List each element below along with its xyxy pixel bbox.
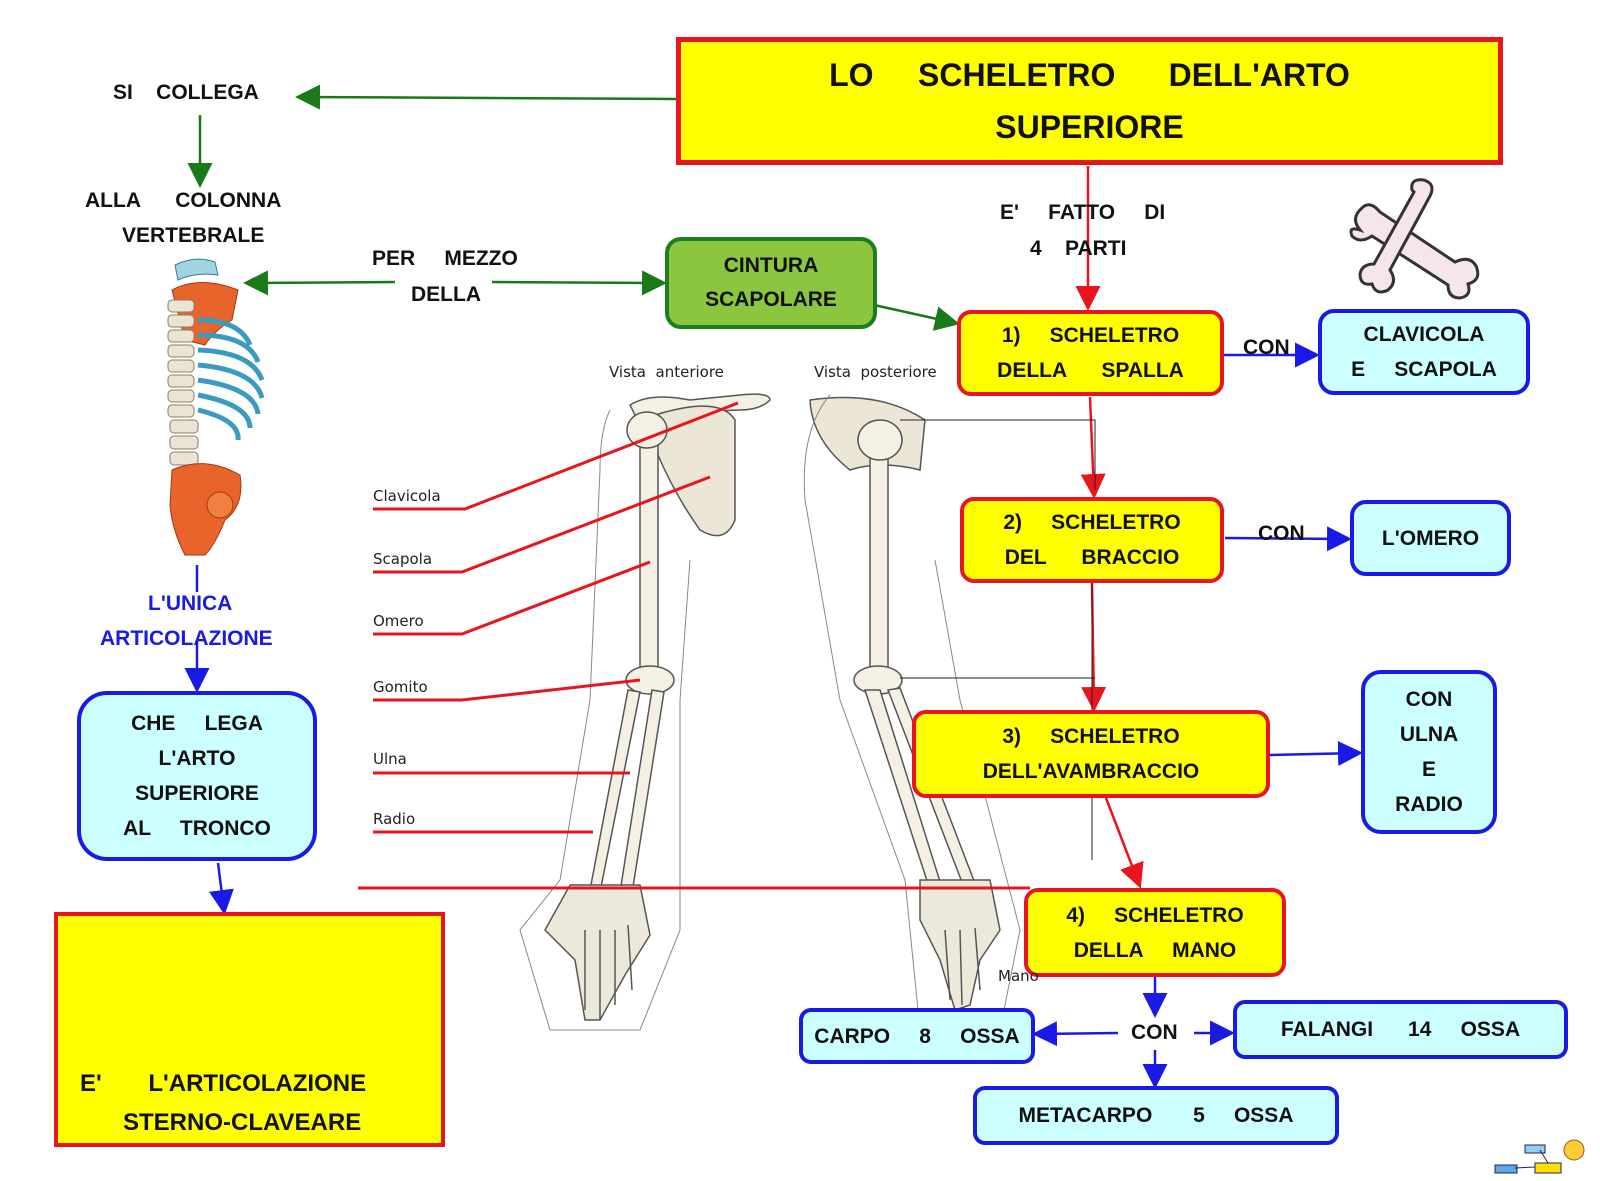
clavicola-line-2: E SCAPOLA bbox=[1351, 358, 1497, 381]
part-2-line-2: DEL BRACCIO bbox=[1004, 546, 1180, 569]
della-text: DELLA bbox=[411, 283, 481, 306]
metacarpo-text: METACARPO 5 OSSA bbox=[1018, 1104, 1294, 1127]
lega-line-3: SUPERIORE bbox=[135, 782, 259, 805]
alla-colonna-text: ALLA COLONNA bbox=[85, 189, 282, 212]
part-1-line-1: 1) SCHELETRO bbox=[1001, 324, 1180, 347]
lega-line-4: AL TRONCO bbox=[123, 817, 271, 840]
metacarpo-box: METACARPO 5 OSSA bbox=[973, 1086, 1339, 1145]
sterno-claveare-box bbox=[54, 912, 445, 1147]
con-2-text: CON bbox=[1258, 522, 1305, 545]
part-1-line-2: DELLA SPALLA bbox=[997, 359, 1184, 382]
con-1-text: CON bbox=[1243, 336, 1290, 359]
ulna-line-1: CON bbox=[1405, 688, 1453, 711]
mano-label: Mano bbox=[998, 967, 1039, 985]
mappe-logo bbox=[1494, 1139, 1585, 1174]
gomito-label: Gomito bbox=[373, 678, 428, 696]
ulna-line-4: RADIO bbox=[1395, 793, 1463, 816]
cintura-line-2: SCAPOLARE bbox=[705, 288, 837, 311]
arrow-con2-to-omero bbox=[1224, 526, 1352, 552]
cintura-line-1: CINTURA bbox=[723, 254, 819, 277]
part-3-avambraccio-box: 3) SCHELETRO DELL'AVAMBRACCIO bbox=[912, 710, 1270, 798]
lega-line-2: L'ARTO bbox=[158, 747, 236, 770]
sterno-line-1: E' L'ARTICOLAZIONE bbox=[80, 1070, 367, 1097]
clavicola-label: Clavicola bbox=[373, 487, 441, 505]
omero-label: Omero bbox=[373, 612, 424, 630]
figure-pointer-lines bbox=[358, 401, 1030, 890]
crossed-bones-clipart bbox=[1349, 178, 1480, 300]
arm-skeleton-illustration bbox=[519, 393, 1021, 1031]
falangi-text: FALANGI 14 OSSA bbox=[1280, 1018, 1521, 1041]
si-collega-text: SI COLLEGA bbox=[113, 81, 259, 104]
per-mezzo-text: PER MEZZO bbox=[372, 247, 518, 270]
lega-arto-box: CHE LEGA L'ARTO SUPERIORE AL TRONCO bbox=[77, 691, 317, 861]
scapola-label: Scapola bbox=[373, 550, 433, 568]
title-box: LO SCHELETRO DELL'ARTO SUPERIORE bbox=[676, 37, 1503, 165]
title-line-1: LO SCHELETRO DELL'ARTO bbox=[829, 57, 1350, 93]
falangi-box: FALANGI 14 OSSA bbox=[1233, 1000, 1568, 1059]
part-2-braccio-box: 2) SCHELETRO DEL BRACCIO bbox=[960, 497, 1224, 583]
vista-posteriore-label: Vista posteriore bbox=[814, 363, 937, 381]
clavicola-scapola-box: CLAVICOLA E SCAPOLA bbox=[1318, 309, 1530, 395]
vertebrale-text: VERTEBRALE bbox=[122, 224, 265, 247]
title-line-2: SUPERIORE bbox=[995, 109, 1184, 145]
sterno-line-2: STERNO-CLAVEARE bbox=[123, 1109, 362, 1136]
lega-line-1: CHE LEGA bbox=[131, 712, 263, 735]
ulna-line-3: E bbox=[1421, 758, 1436, 781]
part-1-spalla-box: 1) SCHELETRO DELLA SPALLA bbox=[957, 310, 1224, 396]
articolazione-text: ARTICOLAZIONE bbox=[100, 627, 273, 650]
carpo-box: CARPO 8 OSSA bbox=[799, 1008, 1035, 1064]
fatto-di-line-2: 4 PARTI bbox=[1030, 237, 1127, 260]
part-4-line-2: DELLA MANO bbox=[1073, 938, 1237, 962]
vista-anteriore-label: Vista anteriore bbox=[609, 363, 724, 381]
arrow-part3-to-ulna bbox=[1269, 740, 1363, 766]
carpo-text: CARPO 8 OSSA bbox=[814, 1024, 1020, 1048]
arrow-part1-to-part2 bbox=[1080, 396, 1106, 499]
cintura-scapolare-box: CINTURA SCAPOLARE bbox=[665, 237, 877, 329]
con-4-text: CON bbox=[1131, 1021, 1178, 1044]
part-4-line-1: 4) SCHELETRO bbox=[1066, 903, 1244, 927]
radio-label: Radio bbox=[373, 810, 416, 828]
arrow-title-to-si-collega bbox=[295, 84, 677, 110]
arrow-della-to-cintura bbox=[491, 270, 667, 296]
arrow-part3-to-part4 bbox=[1104, 797, 1144, 889]
part-2-line-1: 2) SCHELETRO bbox=[1003, 511, 1181, 534]
ulna-line-2: ULNA bbox=[1399, 723, 1459, 746]
part-3-line-1: 3) SCHELETRO bbox=[1002, 725, 1180, 748]
arrow-cintura-to-part1 bbox=[873, 303, 960, 331]
arrow-con-to-carpo bbox=[1032, 1021, 1119, 1047]
spine-thorax-illustration bbox=[167, 258, 265, 556]
arrow-lega-to-sterno bbox=[209, 862, 234, 915]
arrow-della-to-spine bbox=[243, 270, 396, 296]
omero-text: L'OMERO bbox=[1381, 526, 1480, 550]
part-3-line-2: DELL'AVAMBRACCIO bbox=[982, 760, 1200, 783]
unica-text: L'UNICA bbox=[148, 592, 233, 615]
ulna-radio-box: CON ULNA E RADIO bbox=[1361, 670, 1497, 834]
part-4-mano-box: 4) SCHELETRO DELLA MANO bbox=[1024, 888, 1286, 977]
omero-box: L'OMERO bbox=[1350, 500, 1511, 576]
fatto-di-line-1: E' FATTO DI bbox=[1000, 201, 1166, 224]
ulna-label: Ulna bbox=[373, 750, 407, 768]
clavicola-line-1: CLAVICOLA bbox=[1363, 323, 1485, 346]
